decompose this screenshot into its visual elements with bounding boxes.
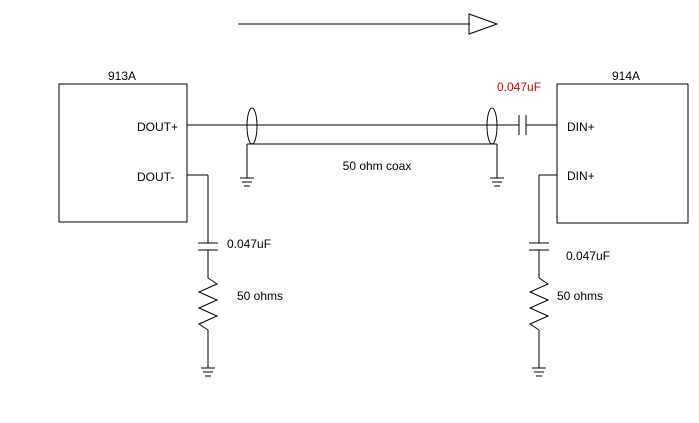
- device-914a-box: [556, 83, 689, 224]
- left-resistor-value: 50 ohms: [237, 289, 283, 303]
- device-913a: 913A DOUT+ DOUT-: [58, 69, 188, 223]
- device-913a-box: [58, 83, 188, 223]
- device-913a-pin-dout-minus: DOUT-: [137, 170, 174, 184]
- device-913a-pin-dout-plus: DOUT+: [137, 120, 178, 134]
- right-termination: 0.047uF 50 ohms: [528, 174, 610, 377]
- left-resistor: [197, 277, 219, 331]
- device-914a-pin-din-second: DIN+: [567, 169, 595, 183]
- right-cap-value: 0.047uF: [566, 249, 610, 263]
- right-resistor-value: 50 ohms: [557, 289, 603, 303]
- series-capacitor-value: 0.047uF: [497, 80, 541, 94]
- device-914a: 914A DIN+ DIN+: [556, 69, 689, 224]
- right-resistor: [528, 277, 550, 331]
- device-914a-name: 914A: [612, 69, 640, 83]
- coax-shield-left-ellipse: [246, 107, 258, 145]
- device-914a-pin-din-plus: DIN+: [567, 120, 595, 134]
- coax-ground-left: [240, 144, 254, 187]
- left-cap-value: 0.047uF: [227, 237, 271, 251]
- left-termination: 0.047uF 50 ohms: [187, 174, 283, 377]
- coax-shield-right-ellipse: [486, 107, 498, 145]
- coax-label: 50 ohm coax: [343, 159, 412, 173]
- device-913a-name: 913A: [108, 69, 136, 83]
- series-capacitor: 0.047uF: [497, 80, 541, 135]
- coax-ground-right: [490, 144, 504, 187]
- coax-shield: 50 ohm coax: [246, 107, 498, 173]
- signal-direction-arrow: [238, 13, 499, 35]
